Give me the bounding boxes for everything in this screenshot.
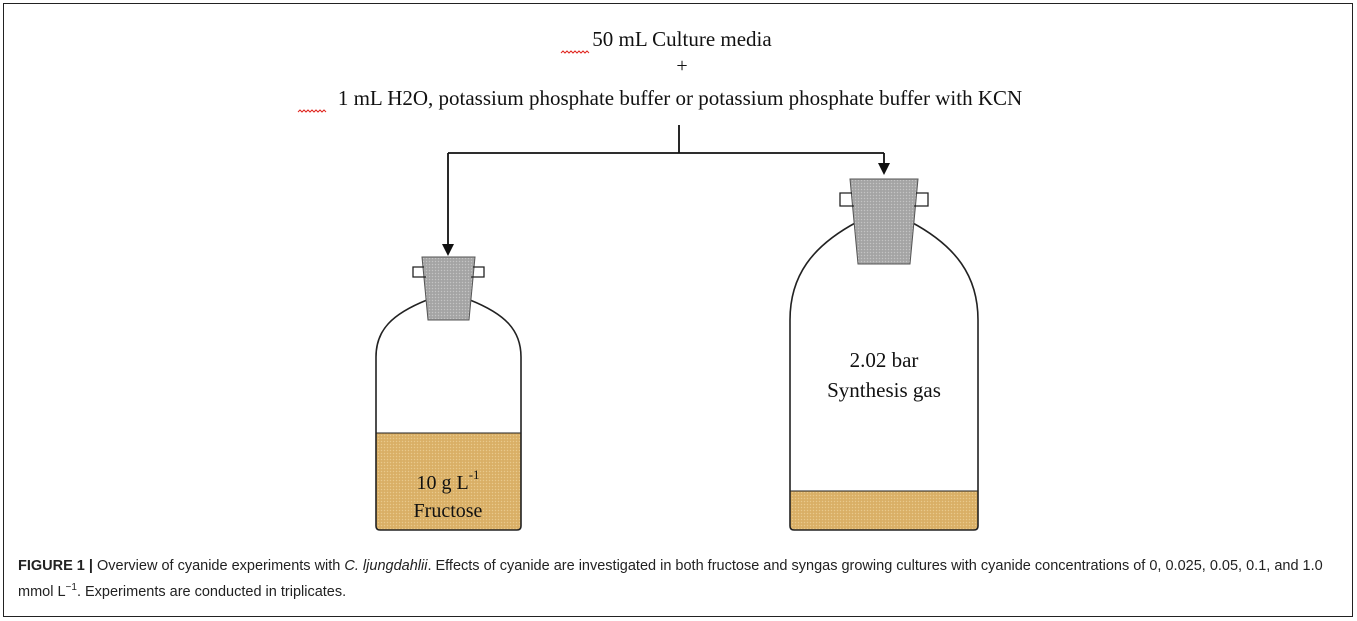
caption-text-b: . Effects of cyanide are investigated in… — [18, 558, 1323, 600]
fructose-concentration-exponent: -1 — [469, 467, 480, 482]
caption-text-c: . Experiments are conducted in triplicat… — [76, 583, 347, 600]
fructose-concentration: 10 g L-1 — [416, 467, 479, 494]
arrow-head-left — [442, 244, 454, 256]
syngas-pressure: 2.02 bar — [850, 348, 919, 372]
fructose-bottle: 10 g L-1 Fructose — [375, 256, 522, 531]
spellcheck-squiggle-2 — [297, 109, 327, 113]
fructose-bottle-outline — [375, 293, 522, 531]
header-additive: 1 mL H2O, potassium phosphate buffer or … — [338, 86, 1022, 110]
header-plus: + — [676, 55, 687, 77]
caption-exponent: −1 — [65, 582, 77, 593]
syngas-bottle-lip — [839, 192, 929, 207]
syngas-bottle: 2.02 bar Synthesis gas — [789, 178, 979, 531]
arrow-head-right — [878, 163, 890, 175]
fructose-bottle-lip — [412, 266, 485, 278]
fructose-bottle-stopper — [421, 256, 476, 321]
spellcheck-squiggle-1 — [560, 50, 590, 54]
syngas-bottle-outline — [789, 214, 979, 531]
header-culture-media: 50 mL Culture media — [592, 27, 772, 51]
syngas-bottle-liquid — [790, 491, 978, 530]
fructose-bottle-liquid — [376, 433, 521, 530]
figure-caption: FIGURE 1 | Overview of cyanide experimen… — [18, 556, 1338, 603]
syngas-label: Synthesis gas — [827, 378, 941, 402]
diagram: 50 mL Culture media + 1 mL H2O, potassiu… — [297, 27, 1022, 531]
split-connector — [447, 125, 885, 246]
fructose-label: Fructose — [414, 500, 483, 522]
caption-label: FIGURE 1 | — [18, 558, 93, 574]
syngas-bottle-stopper — [849, 178, 919, 265]
figure-frame — [3, 3, 1353, 617]
caption-organism: C. ljungdahlii — [344, 558, 428, 574]
caption-text-a: Overview of cyanide experiments with — [92, 558, 345, 574]
